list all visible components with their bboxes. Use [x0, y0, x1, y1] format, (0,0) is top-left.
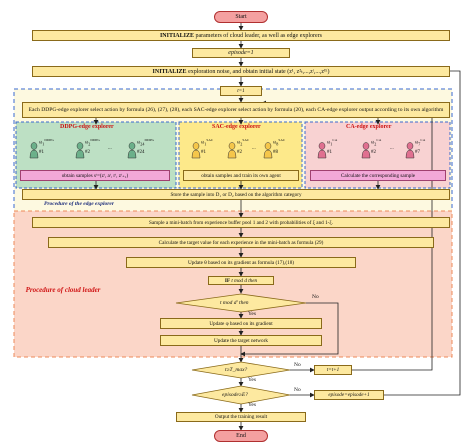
- ca-ellipsis: ...: [390, 146, 394, 151]
- ca-explorer-title: CA-edge explorer: [346, 124, 392, 130]
- episode-yes-label: Yes: [248, 402, 257, 408]
- t-max-yes-label: Yes: [248, 377, 257, 383]
- start-node: Start: [214, 11, 268, 23]
- sac-ellipsis: ...: [252, 146, 256, 151]
- t-max-decision-label: t≥T_max?: [225, 367, 248, 373]
- t-mod-no-label: No: [312, 294, 319, 300]
- sac-agent-2-symbol: ω2SAC: [237, 138, 250, 147]
- sac-explorer-title: SAC-edge explorer: [212, 124, 261, 130]
- sac-agent-3-symbol: ω8SAC: [273, 138, 286, 147]
- ca-agent-1-icon: [317, 142, 327, 159]
- episode-decision-label: episode≥E?: [222, 392, 248, 398]
- edge-explorer-procedure-label: Procedure of the edge explorer: [44, 201, 114, 207]
- sample-mini-batch-step: Sample a mini-batch from experience buff…: [32, 217, 450, 228]
- calculate-ca-sample-step: Calculate the corresponding sample: [310, 170, 446, 181]
- ca-agent-1-symbol: ω1CA: [327, 138, 338, 147]
- initialize-exploration-step: INITIALIZE exploration noise, and obtain…: [32, 66, 450, 77]
- episode-init-step: episode=1: [192, 48, 290, 58]
- ddpg-agent-1-label: #1: [39, 150, 44, 155]
- sac-agent-2-label: #2: [237, 150, 242, 155]
- ddpg-ellipsis: ...: [108, 146, 112, 151]
- ddpg-agent-3-label: #24: [137, 150, 145, 155]
- sac-agent-1-label: #1: [201, 150, 206, 155]
- ca-agent-2-symbol: ω2CA: [371, 138, 382, 147]
- obtain-sac-samples-step: obtain samples and train its own agent: [183, 170, 299, 181]
- ca-agent-2-label: #2: [371, 150, 376, 155]
- ca-agent-1-label: #1: [327, 150, 332, 155]
- t-init-step: t=1: [220, 86, 262, 96]
- ca-agent-3-symbol: ω7CA: [415, 138, 426, 147]
- ddpg-agent-3-symbol: ω24DDPG: [137, 138, 154, 147]
- ddpg-agent-2-icon: [75, 142, 85, 159]
- end-node: End: [214, 430, 268, 442]
- ca-agent-2-icon: [361, 142, 371, 159]
- ddpg-agent-2-label: #2: [85, 150, 90, 155]
- store-sample-step: Store the sample into D₁ or D₂ based on …: [22, 189, 450, 200]
- ddpg-agent-1-icon: [29, 142, 39, 159]
- update-theta-step: Update θ based on its gradient as formul…: [126, 257, 356, 268]
- t-mod-decision-label: t mod d' then: [220, 300, 249, 306]
- sac-agent-2-icon: [227, 142, 237, 159]
- ddpg-agent-3-icon: [127, 142, 137, 159]
- cloud-leader-procedure-label: Procedure of cloud leader: [25, 286, 101, 294]
- ddpg-agent-2-symbol: ω2DDPG: [85, 138, 100, 147]
- t-max-no-label: No: [294, 362, 301, 368]
- obtain-ddpg-samples-step: obtain samples sᵗ=(zᵗ, aᵗ, rᵗ, zᵗ₊₁): [20, 170, 170, 181]
- ddpg-explorer-title: DDPG-edge explorer: [60, 124, 114, 130]
- initialize-parameters-step: INITIALIZE parameters of cloud leader, a…: [32, 30, 450, 41]
- sac-agent-3-icon: [263, 142, 273, 159]
- sac-agent-1-symbol: ω1SAC: [201, 138, 214, 147]
- update-target-network-step: Update the target network: [160, 335, 322, 346]
- ca-agent-3-icon: [405, 142, 415, 159]
- output-result-step: Output the training result: [176, 412, 306, 422]
- update-phi-step: Update φ based on its gradient: [160, 318, 322, 329]
- target-value-step: Calculate the target value for each expe…: [48, 237, 434, 248]
- episode-increment-step: episode=episode+1: [314, 390, 384, 400]
- ca-agent-3-label: #7: [415, 150, 420, 155]
- sac-agent-1-icon: [191, 142, 201, 159]
- if-condition-step: IF t mod d then: [208, 276, 274, 285]
- select-action-step: Each DDPG-edge explorer select action by…: [22, 102, 450, 118]
- sac-agent-3-label: #8: [273, 150, 278, 155]
- t-increment-step: t=t+1: [314, 365, 352, 375]
- ddpg-agent-1-symbol: ω1DDPG: [39, 138, 54, 147]
- episode-no-label: No: [294, 387, 301, 393]
- t-mod-yes-label: Yes: [248, 311, 257, 317]
